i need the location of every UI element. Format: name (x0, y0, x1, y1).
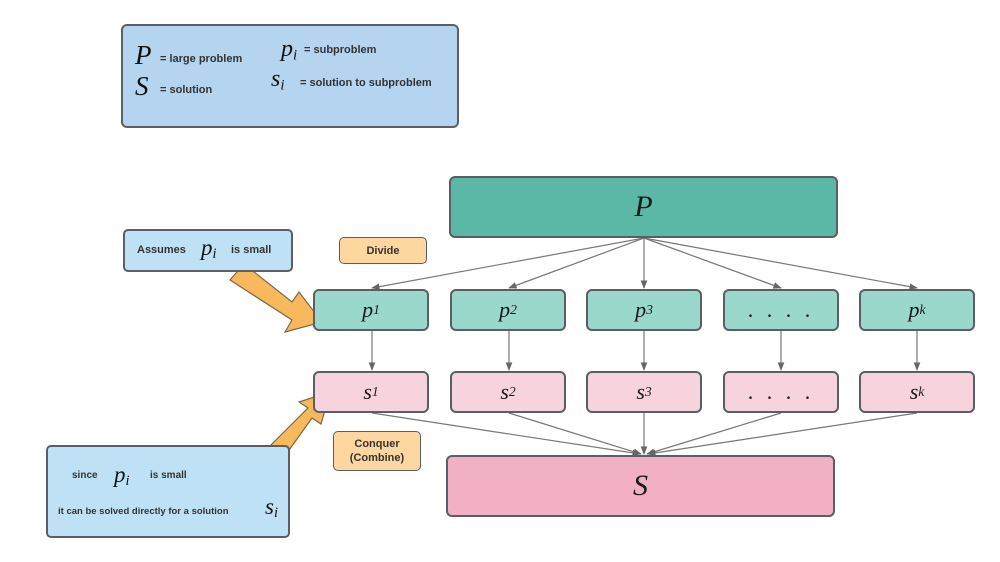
assumes-note: Assumes pi is small (123, 229, 293, 272)
assumes-note-symbol: pi (201, 235, 217, 263)
node-symbol: . . . . (747, 297, 815, 322)
legend-si-symbol: si (271, 66, 285, 94)
node-symbol: p (499, 297, 511, 322)
legend-P-symbol: P (135, 40, 152, 70)
node-symbol: s (500, 379, 509, 404)
conquer-tag: Conquer (Combine) (333, 431, 421, 471)
node-solution-ellipsis: . . . . (723, 371, 839, 413)
legend-box: P = large problem pi = subproblem S = so… (121, 24, 459, 128)
node-subscript: k (918, 384, 925, 399)
legend-si-desc: = solution to subproblem (300, 77, 432, 89)
assumes-note-suffix: is small (231, 244, 272, 256)
edge-P-pk (643, 237, 918, 290)
legend-S-symbol: S (135, 71, 149, 101)
legend-pi-desc: = subproblem (304, 44, 377, 56)
node-large-problem-label: P (634, 190, 653, 223)
since-note-line2: it can be solved directly for a solution (58, 506, 229, 517)
node-symbol: s (363, 379, 372, 404)
node-subproblem-ellipsis: . . . . (723, 289, 839, 331)
node-solution-final-label: S (633, 469, 648, 502)
since-note-line2-symbol: si (265, 494, 278, 522)
legend-P-desc: = large problem (160, 53, 243, 65)
node-subscript: 2 (510, 302, 517, 317)
assumes-note-prefix: Assumes (137, 244, 186, 256)
node-symbol: p (908, 297, 920, 322)
edge-s1-S (371, 412, 641, 457)
node-subscript: 1 (371, 384, 379, 399)
edge-sdots-S (646, 412, 782, 456)
since-note-suffix: is small (150, 470, 187, 481)
node-symbol: s (909, 379, 919, 404)
since-note: since pi is small it can be solved direc… (46, 445, 290, 538)
node-subscript: 3 (646, 302, 653, 317)
node-subscript: 1 (373, 302, 380, 317)
node-subscript: k (919, 302, 926, 317)
assumes-arrow (229, 263, 324, 333)
divide-tag: Divide (339, 237, 427, 264)
node-symbol: . . . . (747, 379, 815, 404)
node-subscript: 3 (644, 384, 652, 399)
since-note-symbol: pi (114, 462, 130, 490)
edge-P-p2 (508, 237, 645, 289)
node-large-problem: P (449, 176, 838, 238)
edge-P-p1 (371, 237, 645, 290)
edge-s2-S (508, 412, 642, 455)
edge-sk-S (647, 412, 918, 457)
node-symbol: s (636, 379, 645, 404)
node-solution-final: S (446, 455, 835, 517)
node-symbol: p (362, 297, 374, 322)
edge-P-pdots (643, 237, 782, 289)
node-subscript: 2 (508, 384, 516, 399)
legend-pi-symbol: pi (281, 36, 298, 64)
since-note-prefix: since (72, 470, 98, 481)
node-symbol: p (635, 297, 647, 322)
legend-S-desc: = solution (160, 84, 213, 96)
